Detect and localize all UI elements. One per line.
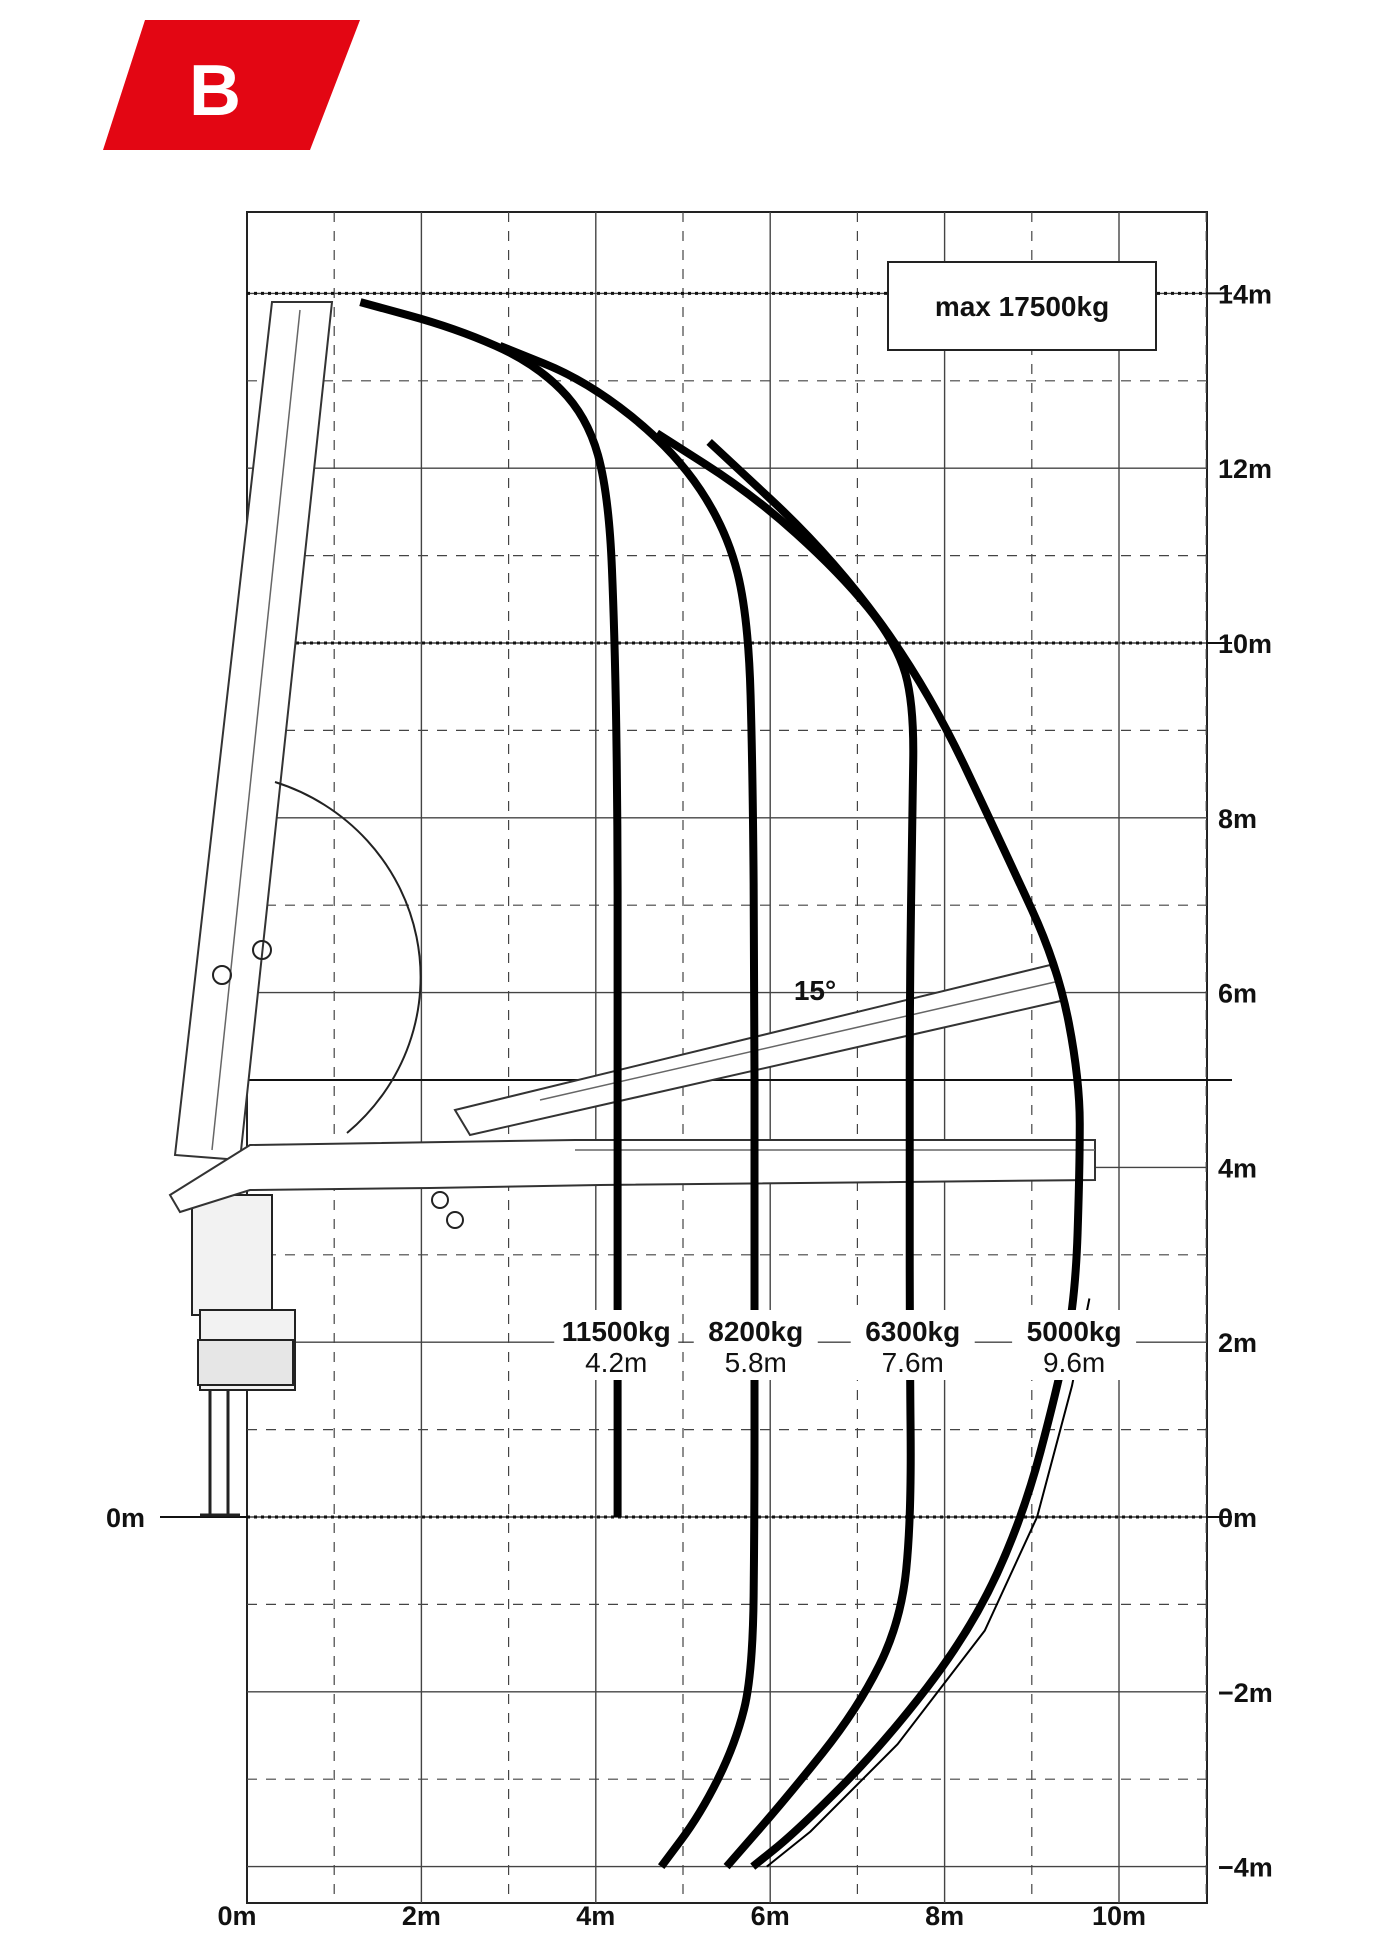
load-curve-5000kg bbox=[706, 439, 1084, 1870]
y-tick-label: 8m bbox=[1218, 804, 1257, 834]
crane-valve-block bbox=[197, 1339, 294, 1386]
max-capacity-box: max 17500kg bbox=[887, 261, 1157, 351]
boom-angle-label: 15° bbox=[794, 975, 836, 1006]
y-tick-label-left: 0m bbox=[106, 1503, 145, 1533]
capacity-label: 6300kg bbox=[865, 1316, 960, 1347]
y-tick-label: 4m bbox=[1218, 1153, 1257, 1183]
capacity-label: 5000kg bbox=[1027, 1316, 1122, 1347]
reach-label: 5.8m bbox=[725, 1347, 787, 1378]
x-tick-label: 10m bbox=[1092, 1901, 1146, 1931]
crane-vertical-boom-inner bbox=[211, 309, 301, 1151]
crane-joint bbox=[212, 965, 232, 985]
y-tick-label: −4m bbox=[1218, 1853, 1273, 1883]
y-tick-label: −2m bbox=[1218, 1678, 1273, 1708]
crane-drawing bbox=[168, 301, 1096, 1517]
reach-label: 7.6m bbox=[882, 1347, 944, 1378]
section-badge: B bbox=[103, 20, 360, 150]
y-tick-label: 14m bbox=[1218, 279, 1272, 309]
crane-column bbox=[191, 1194, 273, 1316]
y-tick-label: 2m bbox=[1218, 1328, 1257, 1358]
load-curve-11500kg bbox=[359, 298, 622, 1517]
x-tick-label: 6m bbox=[751, 1901, 790, 1931]
max-capacity-frame bbox=[887, 261, 1157, 351]
y-tick-label: 6m bbox=[1218, 979, 1257, 1009]
crane-swing-arc bbox=[274, 781, 422, 1134]
crane-joint bbox=[446, 1211, 464, 1229]
badge-shape bbox=[103, 20, 360, 150]
crane-inclined-boom-section bbox=[539, 981, 1056, 1101]
y-tick-label: 0m bbox=[1218, 1503, 1257, 1533]
x-tick-label: 4m bbox=[576, 1901, 615, 1931]
caption-background bbox=[693, 1310, 818, 1380]
x-tick-label: 2m bbox=[402, 1901, 441, 1931]
x-tick-label: 0m bbox=[217, 1901, 256, 1931]
caption-background bbox=[554, 1310, 679, 1380]
labels: 0m 2m 4m 6m 8m 10m 14m 12m 10m 8m 6m 4m 2m 0m −2m −4m 0m… bbox=[106, 279, 1273, 1931]
reach-label: 4.2m bbox=[585, 1347, 647, 1378]
load-curves bbox=[359, 298, 1091, 1870]
y-tick-label: 12m bbox=[1218, 454, 1272, 484]
crane-joint bbox=[252, 940, 272, 960]
crane-joint bbox=[431, 1191, 449, 1209]
badge-letter: B bbox=[189, 51, 241, 131]
load-curve-outline bbox=[766, 1298, 1091, 1868]
x-tick-label: 8m bbox=[925, 1901, 964, 1931]
caption-background bbox=[850, 1310, 975, 1380]
reach-label: 9.6m bbox=[1043, 1347, 1105, 1378]
max-capacity-label: max 17500kg bbox=[935, 291, 1109, 322]
capacity-label: 8200kg bbox=[708, 1316, 803, 1347]
capacity-label: 11500kg bbox=[562, 1316, 671, 1347]
crane-horizontal-boom bbox=[168, 1139, 1096, 1214]
caption-background bbox=[1012, 1310, 1137, 1380]
load-curve-8200kg bbox=[498, 342, 759, 1869]
y-tick-label: 10m bbox=[1218, 629, 1272, 659]
